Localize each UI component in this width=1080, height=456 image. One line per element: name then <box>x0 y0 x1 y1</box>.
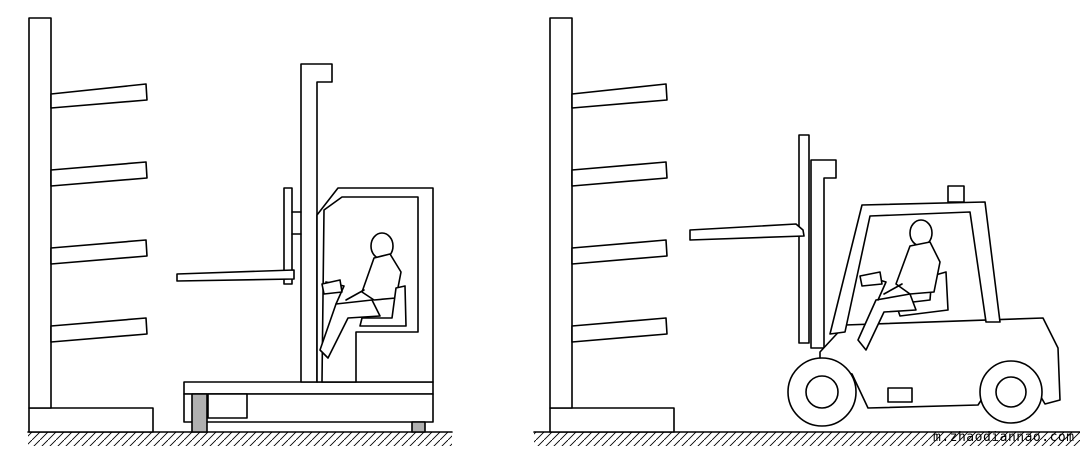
left-panel <box>27 17 453 446</box>
front-wheel <box>787 357 857 427</box>
right-panel <box>533 17 1080 446</box>
reach-truck <box>176 63 434 433</box>
watermark: m.zhaodiannao.com <box>933 430 1075 445</box>
rear-wheel <box>979 360 1043 424</box>
cantilever-rack <box>549 17 675 433</box>
counterbalance-forklift <box>689 134 1061 427</box>
rear-wheel <box>411 421 426 433</box>
support-leg <box>191 393 208 433</box>
cantilever-rack <box>28 17 154 433</box>
floor-hatch <box>28 432 452 446</box>
floor-hatch <box>534 432 1080 446</box>
